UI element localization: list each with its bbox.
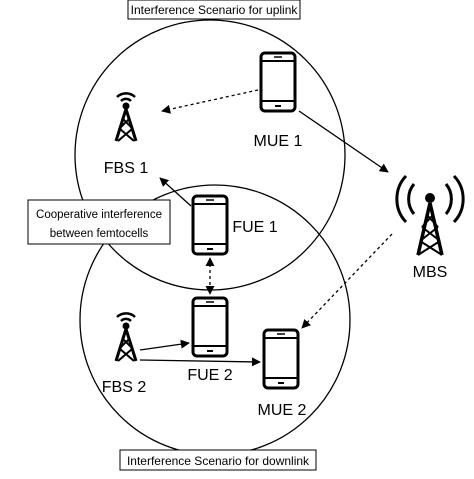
mue2-label: MUE 2	[258, 402, 307, 419]
uplink-title-box	[127, 0, 301, 20]
fbs2-tower-icon	[114, 311, 138, 363]
fue2-label: FUE 2	[187, 367, 232, 384]
fue1-phone-icon	[191, 194, 229, 256]
fbs1-label: FBS 1	[104, 160, 149, 177]
fue1-label: FUE 1	[232, 219, 277, 236]
coop-interference-line2: between femtocells	[50, 228, 149, 240]
fbs2-label: FBS 2	[102, 379, 147, 396]
mbs-label: MBS	[413, 264, 448, 281]
arrow-mue1-to-mbs	[298, 110, 389, 173]
arrow-fue1-to-fbs1	[159, 177, 192, 207]
downlink-title: Interference Scenario for downlink	[127, 454, 310, 468]
arrow-fbs2-to-mue2	[139, 357, 261, 367]
mue2-phone-icon	[262, 328, 300, 390]
coop-interference-box	[27, 199, 171, 245]
mue1-label: MUE 1	[254, 133, 303, 150]
arrow-mue1-to-fbs1	[161, 89, 259, 114]
fue2-phone-icon	[191, 296, 229, 358]
coop-interference-line1: Cooperative interference	[36, 209, 162, 221]
arrow-mbs-to-mue2	[301, 233, 393, 329]
uplink-title: Interference Scenario for uplink	[131, 3, 299, 17]
arrow-fbs2-to-fue2	[139, 339, 190, 351]
fbs1-tower-icon	[114, 91, 138, 143]
mbs-tower-icon	[395, 174, 465, 257]
mue1-phone-icon	[259, 51, 297, 113]
downlink-title-box	[119, 449, 317, 471]
